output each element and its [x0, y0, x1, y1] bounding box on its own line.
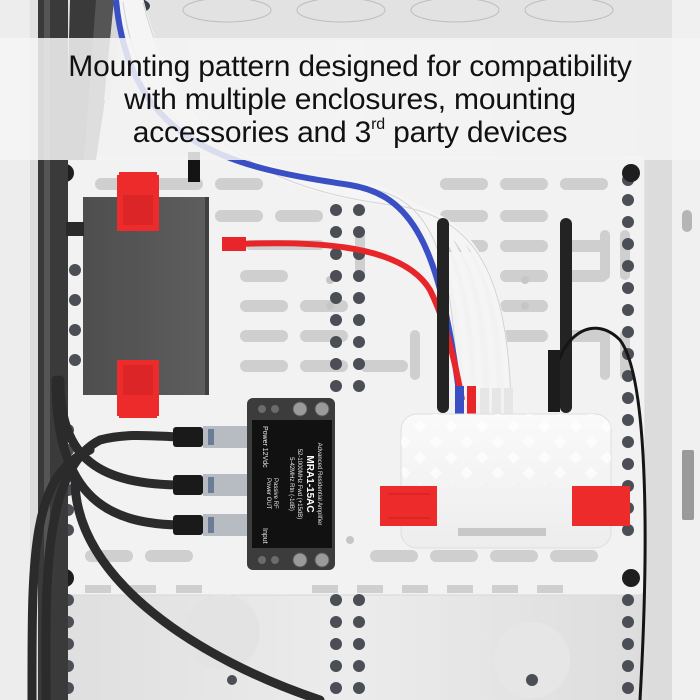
caption-line-2: with multiple enclosures, mounting [124, 82, 576, 116]
caption-line-3: accessories and 3rd party devices [133, 116, 568, 149]
amplifier-spec-return: 5-42MHz Rtn (-1dB) [288, 457, 294, 511]
caption-superscript: rd [371, 115, 385, 133]
caption-line-1: Mounting pattern designed for compatibil… [68, 49, 632, 83]
amplifier-label: Advanced Residential Amplifier MRA1-15AC… [287, 424, 323, 544]
amplifier-model: MRA1-15AC [304, 455, 315, 513]
amplifier-port-passive: Passive RF [272, 478, 278, 509]
amplifier-port-power-out: Power OUT [265, 478, 271, 510]
caption-line-3-end: party devices [384, 115, 568, 149]
amplifier-port-out: Passive RF Power OUT [264, 478, 278, 509]
amplifier-port-power: Power 12Vdc [261, 426, 268, 468]
caption-line-3-start: accessories and 3 [132, 115, 372, 149]
amplifier-spec-forward: 52-1000MHz Fwd (+15dB) [296, 448, 302, 520]
caption-overlay: Mounting pattern designed for compatibil… [0, 38, 700, 160]
amplifier-port-input: Input [261, 528, 268, 544]
amplifier-title: Advanced Residential Amplifier [316, 442, 322, 526]
